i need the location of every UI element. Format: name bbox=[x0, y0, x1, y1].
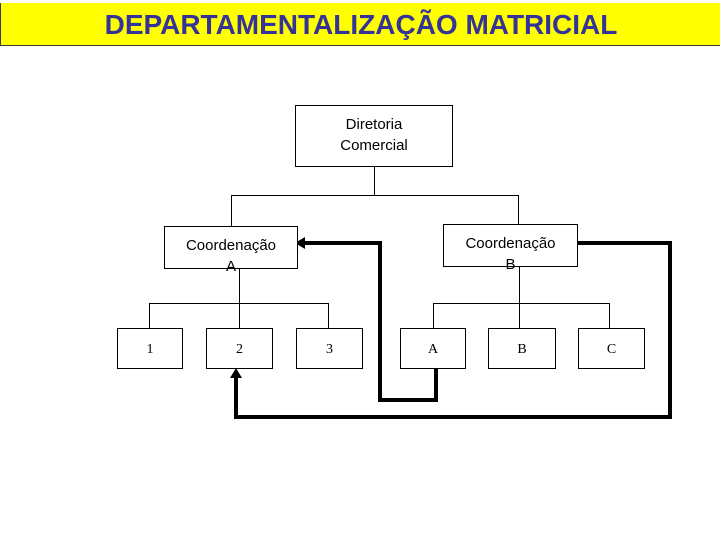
matrix-link-b-top-right bbox=[576, 241, 672, 245]
node-diretoria-comercial-line2: Comercial bbox=[340, 137, 408, 154]
matrix-link-leaf-a-down bbox=[434, 369, 438, 402]
matrix-link-riser-up bbox=[378, 241, 382, 399]
connector-coord-a-to-leaf-1 bbox=[149, 303, 150, 329]
node-coordenacao-a[interactable]: Coordenação A bbox=[164, 226, 298, 275]
matrix-link-leaf-a-left bbox=[378, 398, 438, 402]
node-leaf-3[interactable]: 3 bbox=[296, 328, 363, 369]
node-leaf-c[interactable]: C bbox=[578, 328, 645, 369]
node-coordenacao-b-line1: Coordenação bbox=[465, 235, 556, 252]
node-coordenacao-a-line1: Coordenação bbox=[185, 237, 277, 254]
node-leaf-1-label: 1 bbox=[146, 342, 154, 357]
node-coordenacao-b[interactable]: Coordenação B bbox=[443, 224, 578, 273]
connector-coord-b-to-leaf-c bbox=[609, 303, 610, 329]
node-leaf-2[interactable]: 2 bbox=[206, 328, 273, 369]
matrix-link-up-to-leaf-2 bbox=[234, 378, 238, 418]
node-leaf-2-label: 2 bbox=[236, 342, 243, 357]
connector-root-bus bbox=[231, 195, 519, 196]
node-leaf-3-label: 3 bbox=[326, 342, 333, 357]
matrix-link-b-right-down bbox=[668, 241, 672, 419]
node-coordenacao-b-line2: B bbox=[505, 256, 516, 273]
connector-coord-b-bus bbox=[433, 303, 610, 304]
node-coordenacao-a-line2: A bbox=[225, 258, 236, 275]
connector-root-to-coord-b bbox=[518, 195, 519, 224]
node-leaf-b-label: B bbox=[517, 342, 527, 357]
page-title: DEPARTAMENTALIZAÇÃO MATRICIAL bbox=[104, 9, 618, 40]
connector-coord-b-to-leaf-a bbox=[433, 303, 434, 329]
node-diretoria-comercial[interactable]: Diretoria Comercial bbox=[295, 105, 453, 167]
node-leaf-c-label: C bbox=[606, 342, 617, 357]
matrix-link-bottom-bus bbox=[234, 415, 672, 419]
connector-coord-a-to-leaf-3 bbox=[328, 303, 329, 329]
node-leaf-1[interactable]: 1 bbox=[117, 328, 183, 369]
connector-coord-a-to-leaf-2 bbox=[239, 303, 240, 329]
matrix-arrow-left-icon bbox=[295, 237, 305, 249]
connector-coord-a-stem bbox=[239, 268, 240, 304]
node-leaf-b[interactable]: B bbox=[488, 328, 556, 369]
node-diretoria-comercial-line1: Diretoria bbox=[345, 116, 403, 133]
node-leaf-a-label: A bbox=[427, 342, 439, 357]
title-banner: DEPARTAMENTALIZAÇÃO MATRICIAL bbox=[0, 3, 720, 46]
connector-coord-b-stem bbox=[519, 267, 520, 304]
connector-root-stem bbox=[374, 167, 375, 196]
matrix-arrow-up-icon bbox=[230, 368, 242, 378]
connector-root-to-coord-a bbox=[231, 195, 232, 226]
matrix-link-into-coord-a bbox=[305, 241, 382, 245]
connector-coord-b-to-leaf-b bbox=[519, 303, 520, 329]
node-leaf-a[interactable]: A bbox=[400, 328, 466, 369]
